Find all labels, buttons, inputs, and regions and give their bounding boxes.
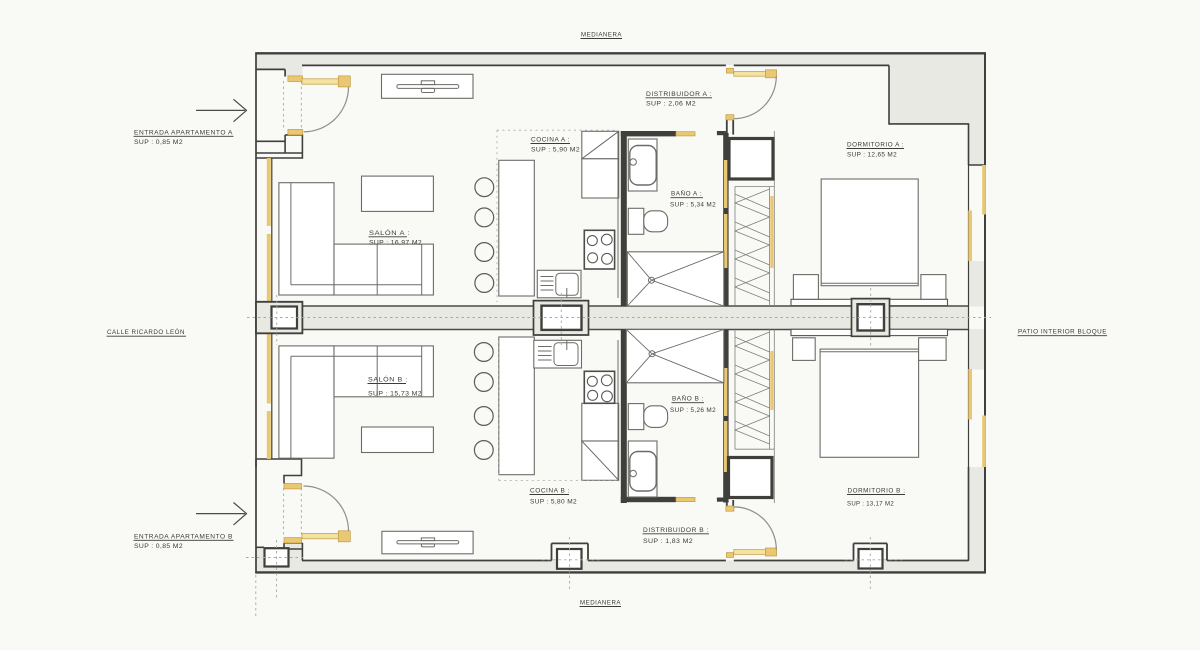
svg-text:SUP : 2,06 M2: SUP : 2,06 M2 (646, 100, 696, 107)
svg-text:SUP : 5,26 M2: SUP : 5,26 M2 (670, 407, 716, 414)
svg-text:CALLE RICARDO LEÓN: CALLE RICARDO LEÓN (107, 327, 185, 336)
svg-text:SUP : 13,17 M2: SUP : 13,17 M2 (847, 501, 894, 508)
svg-text:SALÓN B :: SALÓN B : (368, 375, 408, 384)
svg-text:ENTRADA APARTAMENTO A: ENTRADA APARTAMENTO A (134, 129, 233, 136)
svg-text:DISTRIBUIDOR A :: DISTRIBUIDOR A : (646, 91, 712, 98)
svg-text:MEDIANERA: MEDIANERA (581, 32, 622, 39)
svg-text:SUP : 0,85 M2: SUP : 0,85 M2 (134, 139, 183, 146)
svg-text:SUP : 5,90 M2: SUP : 5,90 M2 (531, 147, 580, 154)
svg-text:ENTRADA APARTAMENTO B: ENTRADA APARTAMENTO B (134, 533, 233, 540)
svg-text:COCINA A :: COCINA A : (531, 137, 570, 144)
svg-text:COCINA B :: COCINA B : (530, 488, 570, 495)
svg-text:DORMITORIO A :: DORMITORIO A : (847, 142, 904, 149)
svg-text:SUP : 16,97 M2: SUP : 16,97 M2 (369, 240, 422, 247)
svg-text:SUP : 15,73 M2: SUP : 15,73 M2 (368, 391, 422, 398)
svg-text:SUP : 5,34 M2: SUP : 5,34 M2 (670, 201, 716, 208)
svg-text:SUP : 12,65 M2: SUP : 12,65 M2 (847, 151, 897, 158)
svg-text:PATIO INTERIOR BLOQUE: PATIO INTERIOR BLOQUE (1018, 329, 1107, 336)
svg-text:SUP : 0,85 M2: SUP : 0,85 M2 (134, 543, 183, 550)
svg-text:SUP : 5,80 M2: SUP : 5,80 M2 (530, 499, 577, 506)
svg-text:DISTRIBUIDOR B :: DISTRIBUIDOR B : (643, 527, 709, 534)
svg-text:MEDIANERA: MEDIANERA (580, 600, 621, 607)
svg-text:BAÑO B :: BAÑO B : (672, 394, 704, 403)
svg-text:DORMITORIO B :: DORMITORIO B : (848, 488, 906, 495)
svg-text:SALÓN A :: SALÓN A : (369, 228, 410, 237)
svg-text:BAÑO A :: BAÑO A : (671, 189, 702, 198)
svg-text:SUP : 1,83 M2: SUP : 1,83 M2 (643, 538, 693, 545)
